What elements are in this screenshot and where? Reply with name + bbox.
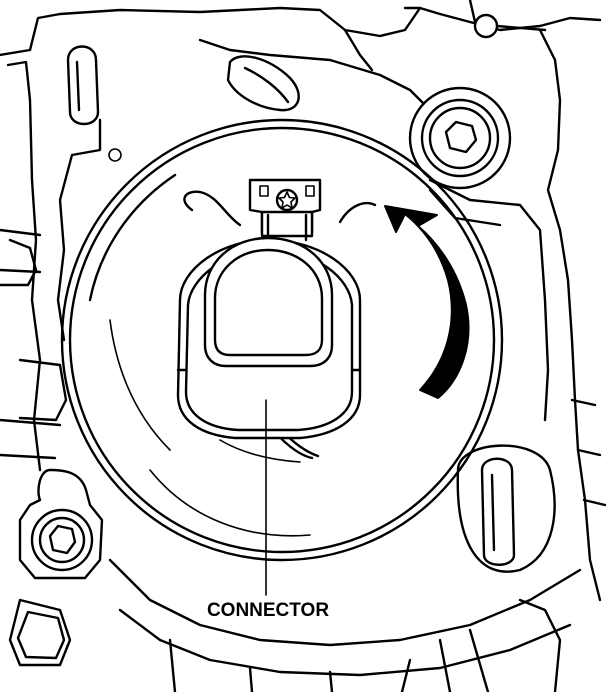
rotation-arrow-icon bbox=[384, 205, 470, 399]
connector-label: CONNECTOR bbox=[207, 600, 329, 621]
top-lug bbox=[226, 55, 300, 112]
connector-plug bbox=[203, 236, 334, 368]
bulb-ring bbox=[60, 118, 504, 562]
left-bottom-bolt bbox=[18, 468, 104, 580]
right-bottom-slot bbox=[456, 444, 556, 573]
screw-star-icon bbox=[275, 188, 299, 212]
top-left-slot bbox=[66, 45, 100, 126]
socket-bolt-icon bbox=[408, 86, 512, 190]
top-pin bbox=[468, 0, 547, 39]
housing-outline bbox=[0, 6, 607, 692]
